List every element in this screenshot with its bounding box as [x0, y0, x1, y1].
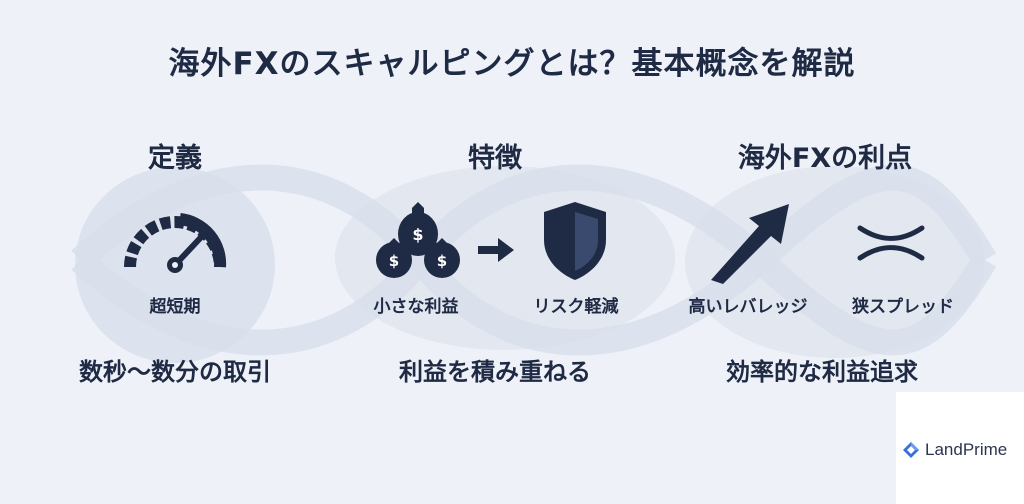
- logo-text: LandPrime: [925, 440, 1008, 459]
- section-heading-features: 特徴: [468, 143, 522, 174]
- svg-text:$: $: [389, 252, 399, 270]
- arrow-up-right-icon: [711, 204, 789, 284]
- money-bags-icon: $ $ $: [376, 202, 460, 278]
- section-heading-definition: 定義: [148, 143, 202, 174]
- narrow-spread-icon: [857, 225, 925, 261]
- label-risk-reduction: リスク軽減: [533, 297, 619, 317]
- shield-icon: [544, 202, 606, 280]
- summary-features: 利益を積み重ねる: [399, 358, 591, 386]
- svg-text:$: $: [412, 225, 423, 244]
- logo-background: [896, 392, 1024, 504]
- summary-advantages: 効率的な利益追求: [726, 358, 918, 386]
- label-small-profit: 小さな利益: [373, 297, 459, 317]
- landprime-logo: LandPrime: [902, 440, 1007, 460]
- landprime-logo-icon: [903, 442, 919, 458]
- label-ultra-short: 超短期: [149, 297, 201, 317]
- label-high-leverage: 高いレバレッジ: [688, 297, 808, 317]
- arrow-right-icon: [478, 238, 514, 262]
- speedometer-icon: [124, 213, 227, 273]
- page-title: 海外FXのスキャルピングとは？基本概念を解説: [168, 46, 856, 82]
- svg-text:$: $: [437, 252, 447, 270]
- section-heading-advantages: 海外FXの利点: [737, 143, 913, 174]
- label-narrow-spread: 狭スプレッド: [852, 297, 954, 317]
- summary-definition: 数秒〜数分の取引: [79, 358, 271, 386]
